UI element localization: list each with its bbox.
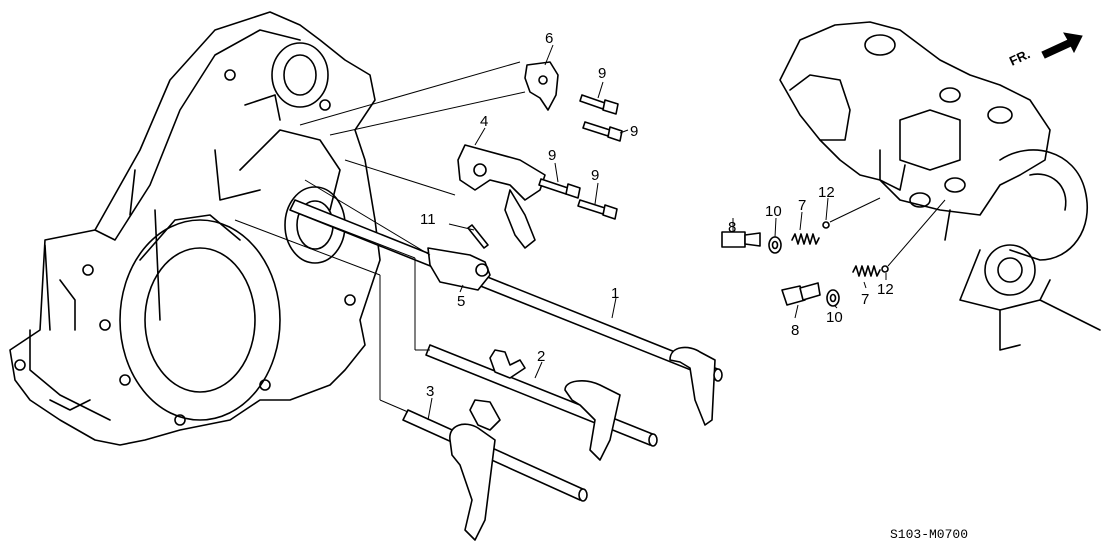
leader-lines [234, 44, 629, 421]
callout-12-lower: 12 [877, 281, 894, 298]
spring-pin-11 [467, 224, 489, 249]
callout-12-upper: 12 [818, 184, 835, 201]
callout-6: 6 [545, 30, 553, 47]
shift-fork-shaft-2 [425, 344, 658, 461]
transmission-housing [9, 11, 381, 446]
callout-10-upper: 10 [765, 203, 782, 220]
callout-8-upper: 8 [728, 219, 736, 236]
interlock-part-5 [427, 247, 491, 291]
callout-1: 1 [611, 285, 619, 302]
leader-lines-right [732, 197, 946, 319]
callout-3: 3 [426, 383, 434, 400]
bracket-6 [524, 61, 559, 111]
callout-9-a: 9 [598, 65, 606, 82]
front-direction-indicator: FR. [1007, 32, 1083, 69]
detent-parts [721, 221, 889, 307]
callout-7-lower: 7 [861, 291, 869, 308]
shift-fork-shaft-1 [289, 199, 723, 426]
shift-arm-4 [457, 144, 546, 249]
direction-label: FR. [1007, 46, 1032, 68]
callout-5: 5 [457, 293, 465, 310]
diagram-code: S103-M0700 [890, 527, 968, 542]
bolts-9 [538, 94, 623, 220]
front-arrow-icon [1041, 32, 1083, 59]
callouts: 1 2 3 4 5 6 7 7 8 8 9 9 9 9 10 10 11 12 … [420, 30, 894, 400]
callout-11: 11 [420, 211, 436, 228]
callout-9-b: 9 [630, 123, 638, 140]
shift-fork-shaft-3 [402, 399, 588, 541]
callout-9-d: 9 [591, 167, 599, 184]
callout-7-upper: 7 [798, 197, 806, 214]
callout-2: 2 [537, 348, 545, 365]
transmission-housing-right [779, 21, 1101, 351]
callout-10-lower: 10 [826, 309, 843, 326]
callout-4: 4 [480, 113, 488, 130]
callout-8-lower: 8 [791, 322, 799, 339]
callout-9-c: 9 [548, 147, 556, 164]
